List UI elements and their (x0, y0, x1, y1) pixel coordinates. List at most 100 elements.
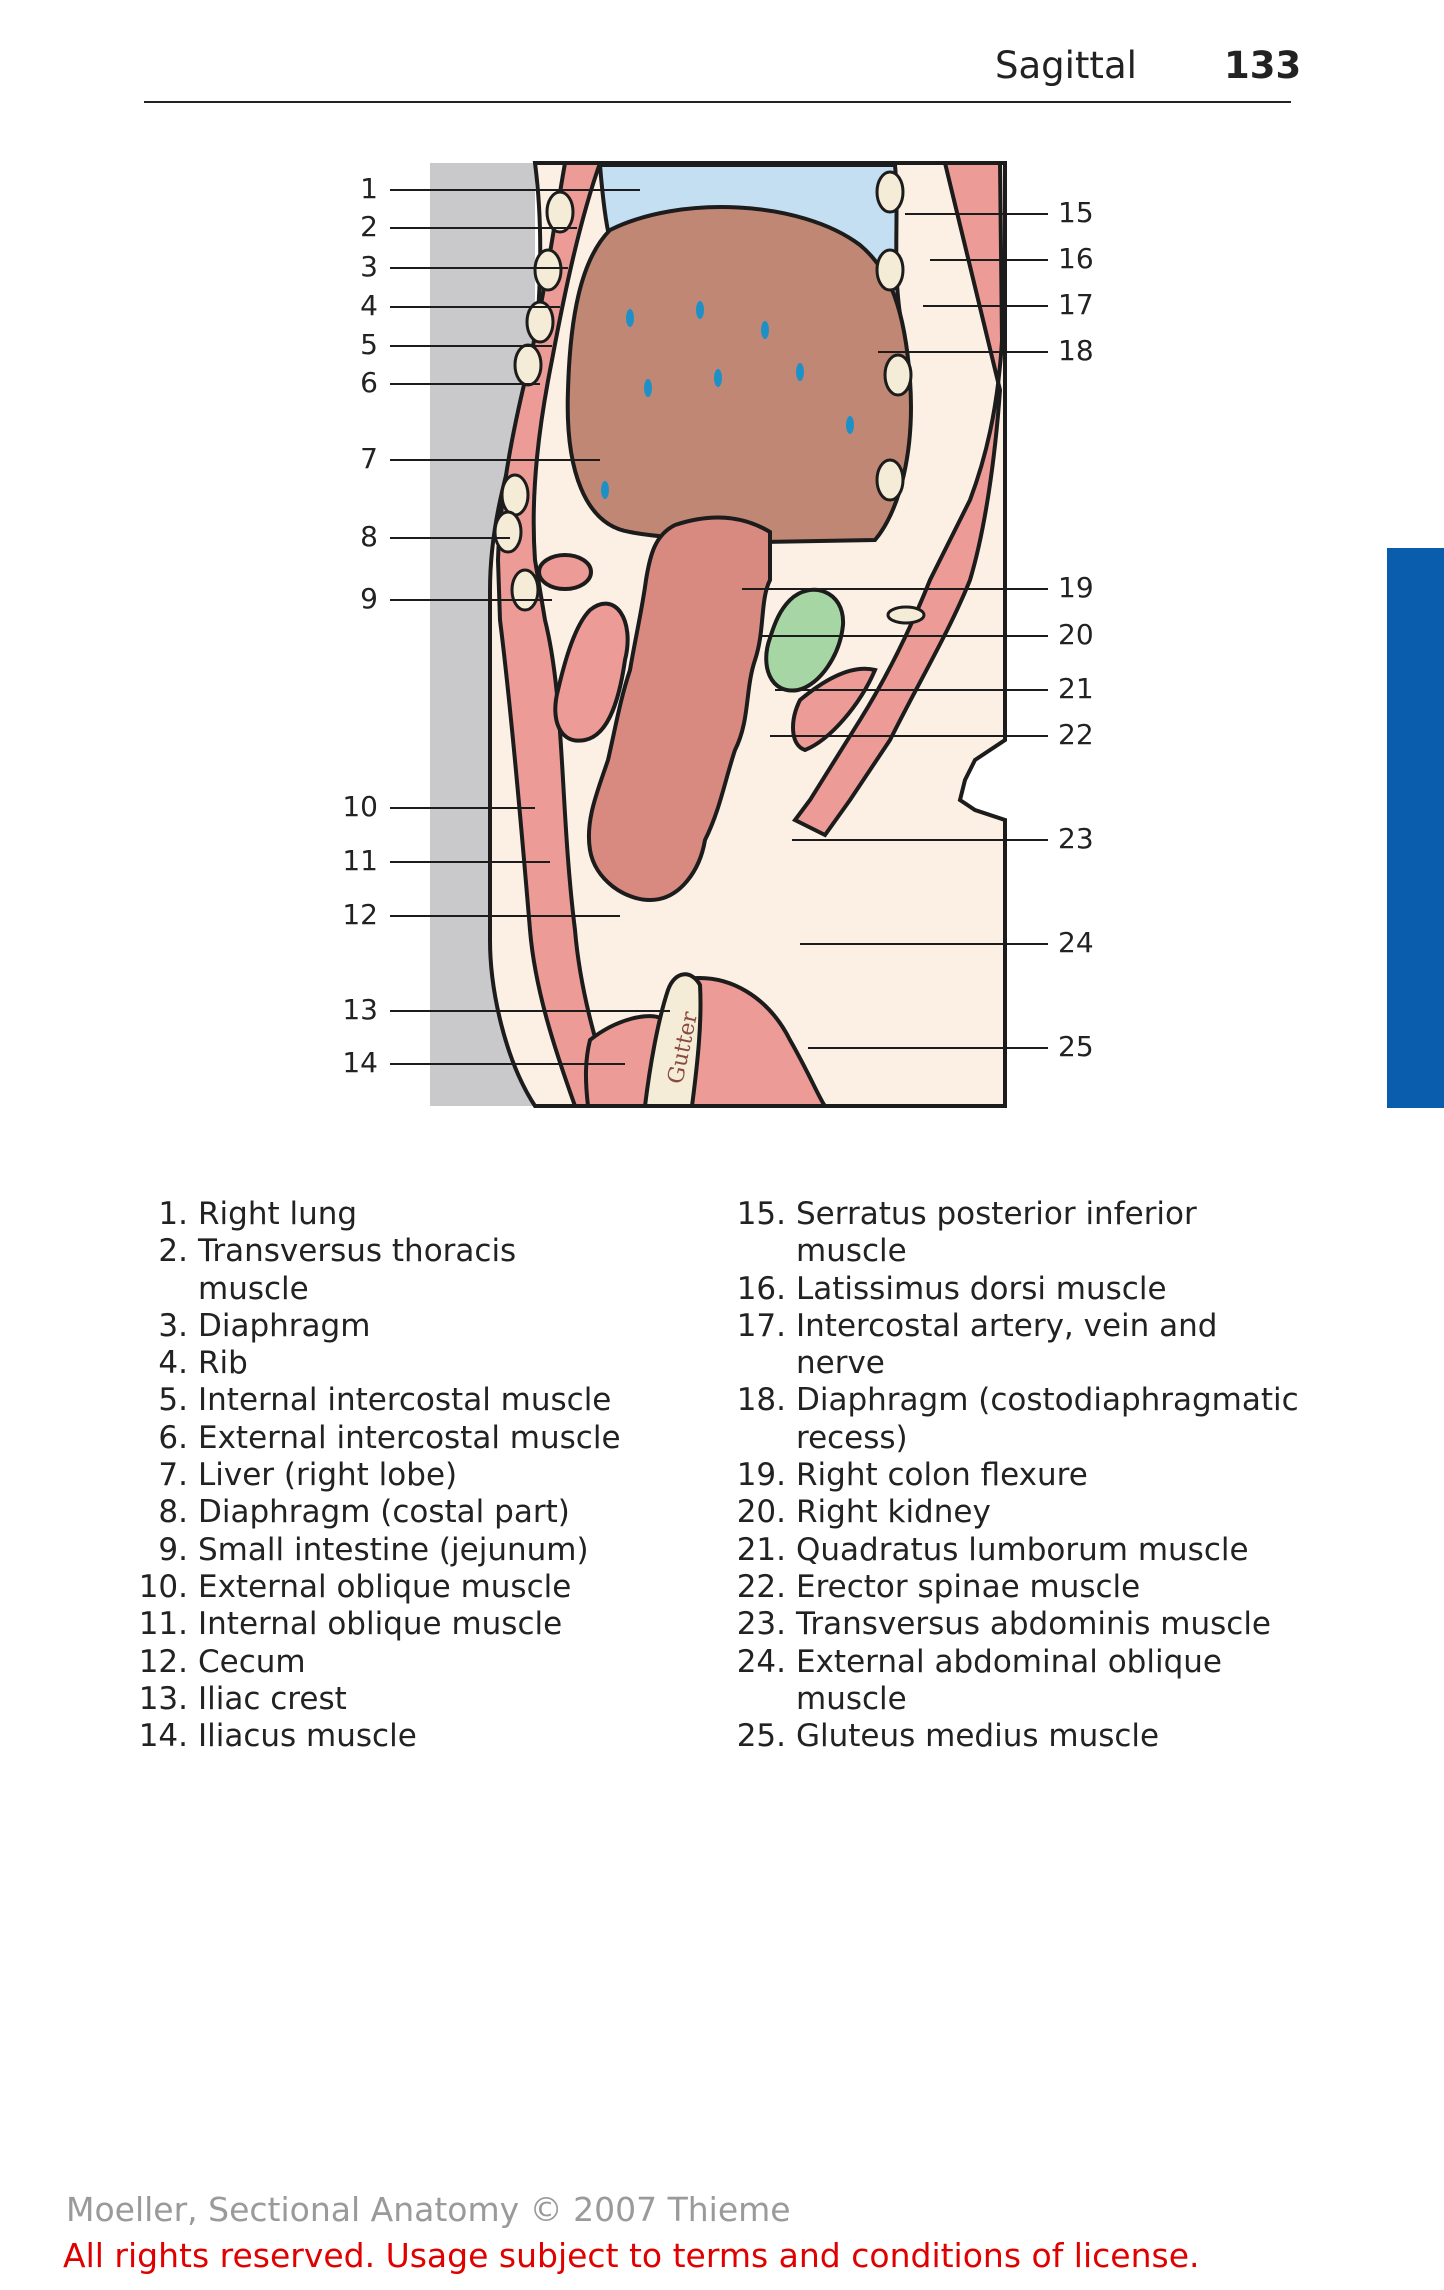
legend-text: Right kidney (796, 1494, 991, 1531)
vessel-dot (601, 481, 609, 499)
legend-item: 4. Rib (132, 1345, 632, 1382)
legend-number: 19. (736, 1457, 786, 1494)
legend-item: 22.Erector spinae muscle (730, 1569, 1310, 1606)
label-number: 21 (1058, 672, 1094, 705)
legend-item: 18. Diaphragm (costodiaphragmatic recess) (730, 1382, 1310, 1457)
legend-item: 17. Intercostal artery, vein and nerve (730, 1308, 1310, 1383)
legend-text: Serratus posterior inferior muscle (796, 1196, 1197, 1270)
legend-text: Diaphragm (costodiaphragmatic recess) (796, 1382, 1299, 1456)
label-number: 24 (1058, 926, 1094, 959)
small-intestine-loop (553, 601, 630, 743)
legend-text: Right lung (198, 1196, 358, 1232)
vessel-dot (846, 416, 854, 434)
legend-number: 1. (158, 1196, 188, 1232)
label-number: 17 (1058, 288, 1094, 321)
legend-number: 7. (158, 1457, 188, 1494)
chapter-thumb-tab (1387, 548, 1444, 1108)
legend-item: 10.External oblique muscle (132, 1569, 632, 1606)
legend-number: 15. (736, 1196, 786, 1232)
small-intestine-upper (537, 553, 593, 591)
posterior-wall-muscles (791, 161, 1005, 838)
legend-number: 8. (158, 1494, 188, 1531)
legend-number: 9. (158, 1531, 188, 1568)
rib-section (525, 300, 555, 344)
header-rule (144, 101, 1291, 103)
legend-text: External oblique muscle (198, 1568, 572, 1605)
legend-number: 12. (138, 1643, 188, 1680)
legend-text: Iliacus muscle (198, 1718, 417, 1755)
legend-item: 1. Right lung (132, 1196, 632, 1233)
label-number: 11 (342, 844, 378, 877)
rib-section (510, 568, 540, 612)
vessel-dots (601, 301, 854, 499)
section-title: Sagittal (995, 44, 1137, 87)
legend-text: Cecum (198, 1643, 306, 1680)
rib-section (886, 605, 926, 625)
legend-text: Right colon flexure (796, 1457, 1088, 1494)
legend-number: 11. (138, 1606, 188, 1643)
legend-item: 7. Liver (right lobe) (132, 1457, 632, 1494)
label-number: 8 (360, 520, 378, 553)
rib-section (513, 343, 543, 387)
legend-item: 9. Small intestine (jejunum) (132, 1532, 632, 1569)
legend-text: Gluteus medius muscle (796, 1718, 1160, 1755)
legend-item: 6. External intercostal muscle (132, 1420, 632, 1457)
vessel-dot (714, 369, 722, 387)
rib-section (883, 353, 913, 397)
legend-text: External intercostal muscle (198, 1419, 621, 1456)
label-number: 19 (1058, 571, 1094, 604)
legend-number: 6. (158, 1419, 188, 1456)
label-number: 2 (360, 210, 378, 243)
legend-item: 11.Internal oblique muscle (132, 1606, 632, 1643)
legend-number: 3. (158, 1307, 188, 1344)
legend-text: Internal intercostal muscle (198, 1382, 612, 1419)
label-number: 9 (360, 582, 378, 615)
legend-text: Iliac crest (198, 1680, 347, 1717)
legend-number: 24. (736, 1643, 786, 1680)
legend-number: 13. (138, 1680, 188, 1717)
legend-item: 24.External abdominal oblique muscle (730, 1644, 1310, 1719)
label-number: 13 (342, 993, 378, 1026)
rib-section (533, 248, 563, 292)
rib-section (875, 170, 905, 214)
license-notice: All rights reserved. Usage subject to te… (63, 2236, 1200, 2275)
legend-text: Intercostal artery, vein and nerve (796, 1307, 1218, 1382)
label-leader-lines (390, 189, 1048, 1065)
label-number: 20 (1058, 618, 1094, 651)
legend-text: Transversus thoracis muscle (198, 1233, 517, 1307)
label-number: 16 (1058, 242, 1094, 275)
legend-text: Rib (198, 1345, 248, 1382)
legend-text: Liver (right lobe) (198, 1457, 458, 1494)
vessel-dot (696, 301, 704, 319)
legend-right-column: 15. Serratus posterior inferior muscle 16.… (730, 1196, 1310, 1755)
legend-number: 17. (736, 1307, 786, 1344)
legend-number: 16. (736, 1270, 786, 1307)
copyright-notice: Moeller, Sectional Anatomy © 2007 Thieme (66, 2190, 791, 2229)
sagittal-section-illustration: Gutter 123456789101112131415161718192021… (342, 161, 1094, 1108)
legend-item: 5. Internal intercostal muscle (132, 1382, 632, 1419)
label-number: 3 (360, 250, 378, 283)
legend-text: Transversus abdominis muscle (796, 1606, 1272, 1643)
legend-text: Small intestine (jejunum) (198, 1531, 589, 1568)
legend-text: Latissimus dorsi muscle (796, 1270, 1167, 1307)
label-numbers: 1234567891011121314151617181920212223242… (342, 172, 1093, 1079)
legend-number: 2. (158, 1233, 188, 1270)
legend-number: 5. (158, 1382, 188, 1419)
rib-section (493, 510, 523, 554)
label-number: 5 (360, 328, 378, 361)
rib-cross-sections (493, 170, 926, 625)
label-number: 25 (1058, 1030, 1094, 1063)
label-number: 6 (360, 366, 378, 399)
legend-text: Quadratus lumborum muscle (796, 1531, 1249, 1568)
legend-number: 18. (736, 1382, 786, 1419)
legend-number: 25. (736, 1718, 786, 1755)
legend-item: 21. Quadratus lumborum muscle (730, 1532, 1310, 1569)
legend-number: 4. (158, 1345, 188, 1382)
legend-item: 23.Transversus abdominis muscle (730, 1606, 1310, 1643)
iliac-crest-bone (642, 972, 703, 1108)
legend-number: 21. (736, 1531, 786, 1568)
legend-number: 20. (736, 1494, 786, 1531)
page-number: 133 (1224, 44, 1302, 87)
vessel-dot (761, 321, 769, 339)
